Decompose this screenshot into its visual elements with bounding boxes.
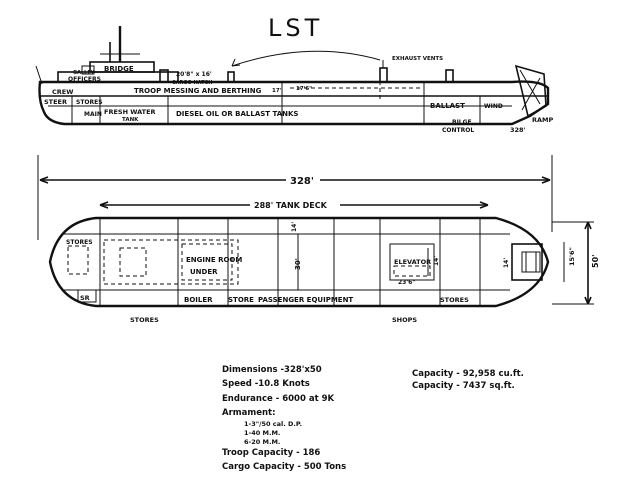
profile-vent: [379, 67, 388, 83]
label-boiler: BOILER: [184, 296, 213, 304]
label-sr: SR: [80, 294, 90, 302]
spec-troop-capacity: Troop Capacity - 186: [222, 448, 320, 458]
label-stores-right: STORES: [440, 296, 469, 304]
overall-length-arrows: [39, 176, 551, 184]
label-engine-room: ENGINE ROOM: [186, 256, 242, 264]
label-elevator-size: 23'6": [398, 279, 416, 286]
profile-bow-cross: [521, 77, 541, 111]
label-17: 17': [272, 88, 282, 94]
specifications: Dimensions -328'x50 Speed -10.8 Knots En…: [222, 365, 524, 472]
label-stores-tl: STORES: [66, 239, 93, 246]
profile-galley-box: [81, 65, 95, 75]
label-fresh-water: FRESH WATER: [104, 108, 156, 116]
spec-speed: Speed -10.8 Knots: [222, 379, 310, 389]
label-tank: TANK: [122, 117, 139, 123]
label-store: STORE: [228, 296, 254, 304]
bow-ramp-inner: [521, 251, 541, 273]
label-ballast: BALLAST: [430, 102, 465, 110]
label-profile-length: 328': [510, 126, 526, 134]
label-stores-bottom: STORES: [130, 316, 159, 324]
label-width-30: 30': [294, 258, 302, 270]
label-ramp: RAMP: [532, 116, 554, 124]
engine-room-inner: [181, 243, 233, 281]
label-troop-messing: TROOP MESSING AND BERTHING: [134, 87, 262, 95]
label-galley: GALLEY: [73, 70, 95, 76]
profile-bow-cross: [519, 69, 541, 105]
label-control: CONTROL: [442, 127, 474, 134]
exhaust-arrow: [231, 50, 381, 67]
spec-capacity-cu: Capacity - 92,958 cu.ft.: [412, 369, 524, 379]
label-bilge: BILGE: [452, 119, 472, 126]
label-beam: 50': [591, 254, 600, 268]
spec-endurance: Endurance - 6000 at 9K: [222, 394, 335, 404]
spec-capacity-sq: Capacity - 7437 sq.ft.: [412, 381, 515, 391]
tank-deck-label-bg: [250, 198, 340, 210]
label-main: MAIN: [84, 111, 102, 118]
sr-compartment: [77, 289, 97, 303]
profile-bow-doors: [514, 64, 547, 118]
plan-hull: [48, 216, 550, 308]
label-passenger-equipment: PASSENGER EQUIPMENT: [258, 296, 353, 304]
engine-room-outline: [103, 239, 239, 285]
diagram-title: LST: [268, 14, 323, 42]
bow-ramp: [511, 243, 543, 281]
label-diesel: DIESEL OIL OR BALLAST TANKS: [176, 110, 298, 118]
label-crew: CREW: [52, 88, 73, 96]
profile-vent: [227, 71, 235, 83]
label-steer: STEER: [44, 98, 67, 106]
plan-view: 328' 288' TANK DECK: [37, 155, 600, 324]
profile-hull: [38, 80, 550, 126]
label-width-14a: 14': [291, 222, 298, 232]
label-under: UNDER: [190, 268, 218, 276]
label-officers: OFFICERS: [68, 76, 101, 83]
spec-arm3: 6-20 M.M.: [244, 438, 280, 446]
engine-block: [119, 247, 147, 277]
label-overall-length: 328': [290, 176, 314, 187]
label-hatch-size: 20'8" x 16': [176, 71, 212, 78]
side-profile: OFFICERS GALLEY BRIDGE 20'8" x 16' CARGO…: [35, 26, 554, 134]
label-cargo-hatch: CARGO HATCH: [172, 80, 212, 86]
label-width-14b: 14': [433, 256, 440, 266]
label-exhaust-vents: EXHAUST VENTS: [392, 56, 443, 62]
elevator-platform: [393, 265, 431, 277]
spec-arm1: 1-3"/50 cal. D.P.: [244, 420, 302, 428]
elevator-outline: [389, 243, 435, 281]
label-width-15-6: 15'6": [568, 247, 576, 266]
label-17-6: 17'6": [296, 86, 312, 92]
stores-compartment: [67, 245, 89, 275]
label-bridge: BRIDGE: [104, 65, 134, 73]
label-wind: WIND: [484, 103, 503, 110]
exhaust-arrow-head: [231, 58, 241, 67]
profile-vent: [445, 69, 454, 83]
label-tank-deck: 288' TANK DECK: [254, 201, 328, 210]
label-width-14c: 14': [503, 258, 510, 268]
label-shops: SHOPS: [392, 316, 417, 324]
label-elevator: ELEVATOR: [394, 258, 431, 266]
profile-vent: [159, 69, 169, 83]
label-stores-profile: STORES: [76, 99, 103, 106]
overall-length-label-bg: [286, 172, 320, 186]
spec-dimensions: Dimensions -328'x50: [222, 365, 322, 375]
tank-deck-arrows: [99, 201, 489, 209]
spec-arm2: 1-40 M.M.: [244, 429, 280, 437]
spec-cargo-capacity: Cargo Capacity - 500 Tons: [222, 462, 346, 472]
profile-flagstaff: [35, 65, 43, 85]
beam-dim-arrows: [584, 221, 592, 305]
profile-bridge-deck: [89, 61, 155, 73]
spec-armament: Armament:: [222, 408, 276, 418]
